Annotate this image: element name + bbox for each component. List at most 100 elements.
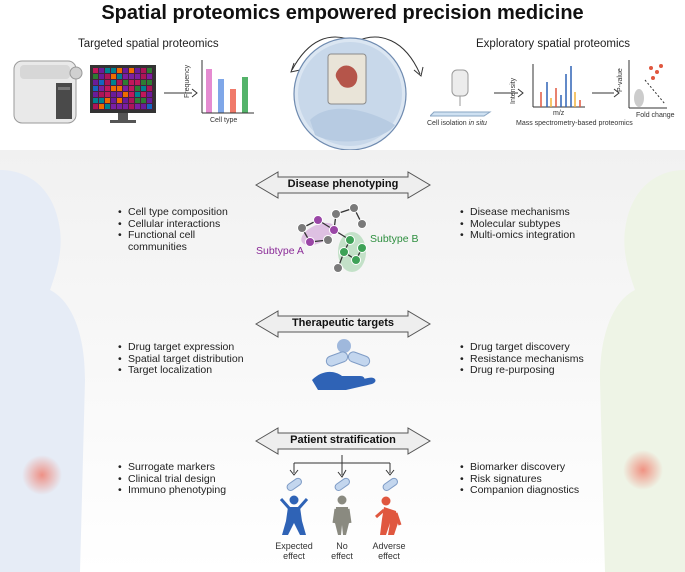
network-node: [345, 235, 355, 245]
mosaic-cell: [99, 74, 104, 79]
list-item: Disease mechanisms: [460, 206, 575, 219]
stratification-targeted-list: Surrogate markers Clinical trial design …: [118, 461, 226, 497]
network-node: [357, 219, 367, 229]
mosaic-cell: [135, 92, 140, 97]
image-monitor-icon: [90, 65, 156, 123]
mosaic-cell: [99, 80, 104, 85]
mosaic-cell: [141, 68, 146, 73]
network-node: [351, 255, 361, 265]
phenotyping-exploratory-list: Disease mechanisms Molecular subtypes Mu…: [460, 206, 575, 242]
mosaic-cell: [147, 86, 152, 91]
mosaic-cell: [129, 74, 134, 79]
therapeutic-targeted-list: Drug target expression Spatial target di…: [118, 341, 244, 377]
list-item: Cell type composition: [118, 206, 248, 219]
targeted-heading: Targeted spatial proteomics: [78, 38, 219, 50]
mosaic-cell: [129, 104, 134, 109]
list-item: Functional cell communities: [118, 229, 248, 253]
mosaic-cell: [105, 74, 110, 79]
mosaic-cell: [135, 74, 140, 79]
outcome-line: effect: [331, 551, 353, 561]
mosaic-cell: [111, 80, 116, 85]
mosaic-cell: [129, 68, 134, 73]
volcano-xlabel: Fold change: [636, 112, 675, 119]
mosaic-cell: [141, 92, 146, 97]
network-node: [323, 235, 333, 245]
mosaic-cell: [129, 86, 134, 91]
mosaic-cell: [93, 68, 98, 73]
outcome-line: effect: [283, 551, 305, 561]
hand-with-pills-icon: [312, 339, 376, 390]
subtype-b-label: Subtype B: [370, 233, 419, 245]
mosaic-cell: [141, 80, 146, 85]
subtype-a-label: Subtype A: [256, 245, 304, 257]
mosaic-cell: [123, 86, 128, 91]
mosaic-cell: [141, 104, 146, 109]
mosaic-cell: [99, 86, 104, 91]
stratification-exploratory-list: Biomarker discovery Risk signatures Comp…: [460, 461, 579, 497]
mosaic-cell: [123, 80, 128, 85]
network-node: [349, 203, 359, 213]
list-item: Immuno phenotyping: [118, 484, 226, 497]
mosaic-cell: [147, 104, 152, 109]
mosaic-cell: [123, 98, 128, 103]
mosaic-cell: [135, 86, 140, 91]
cell-type-bar-chart: [201, 60, 254, 114]
mosaic-cell: [141, 74, 146, 79]
mosaic-cell: [147, 80, 152, 85]
list-item: Clinical trial design: [118, 473, 226, 486]
mosaic-cell: [93, 86, 98, 91]
mosaic-cell: [123, 92, 128, 97]
therapeutic-targets-banner: [255, 310, 431, 338]
mosaic-cell: [99, 92, 104, 97]
network-node: [333, 263, 343, 273]
mosaic-cell: [129, 98, 134, 103]
bar-chart-ylabel: Frequency: [184, 64, 191, 98]
adverse-effect-person-icon: [375, 496, 402, 535]
expected-effect-label: Expected effect: [271, 541, 317, 561]
bar: [230, 89, 236, 113]
mosaic-cell: [111, 86, 116, 91]
bar: [206, 69, 212, 113]
patient-stratification-label: Patient stratification: [290, 434, 396, 446]
mosaic-cell: [117, 104, 122, 109]
mosaic-cell: [141, 98, 146, 103]
mosaic-cell: [111, 98, 116, 103]
mosaic-cell: [111, 74, 116, 79]
mosaic-cell: [99, 68, 104, 73]
mosaic-cell: [147, 74, 152, 79]
outcome-line: No: [336, 541, 348, 551]
figure-title: Spatial proteomics empowered precision m…: [101, 2, 584, 24]
no-effect-label: No effect: [322, 541, 362, 561]
phenotyping-targeted-list: Cell type composition Cellular interacti…: [118, 206, 248, 253]
bar-chart-xlabel: Cell type: [210, 117, 238, 124]
list-item: Spatial target distribution: [118, 353, 244, 366]
mosaic-cell: [111, 104, 116, 109]
mosaic-cell: [93, 104, 98, 109]
list-item: Target localization: [118, 364, 244, 377]
mass-spectrum-plot: [532, 64, 585, 108]
mosaic-cell: [123, 68, 128, 73]
arrow-to-spectrum: [494, 88, 524, 98]
mosaic-cell: [105, 92, 110, 97]
no-effect-person-icon: [332, 495, 352, 535]
mosaic-cell: [129, 92, 134, 97]
cell-isolation-label: Cell isolation in situ: [427, 120, 487, 127]
mosaic-cell: [93, 98, 98, 103]
mosaic-cell: [93, 92, 98, 97]
right-lesion-spot: [623, 450, 663, 490]
therapeutic-exploratory-list: Drug target discovery Resistance mechani…: [460, 341, 584, 377]
left-body-silhouette: [0, 170, 85, 572]
mosaic-cell: [123, 74, 128, 79]
mosaic-cell: [117, 80, 122, 85]
cell-isolation-icon: [430, 69, 492, 117]
mosaic-cell: [147, 98, 152, 103]
list-item: Surrogate markers: [118, 461, 226, 474]
adverse-effect-label: Adverse effect: [366, 541, 412, 561]
mosaic-cell: [135, 80, 140, 85]
list-item: Cellular interactions: [118, 218, 248, 231]
list-item: Drug target discovery: [460, 341, 584, 354]
disease-phenotyping-label: Disease phenotyping: [287, 178, 399, 190]
outcome-line: Expected: [275, 541, 313, 551]
mosaic-cell: [93, 80, 98, 85]
ms-proteomics-label: Mass spectrometry-based proteomics: [516, 120, 633, 127]
